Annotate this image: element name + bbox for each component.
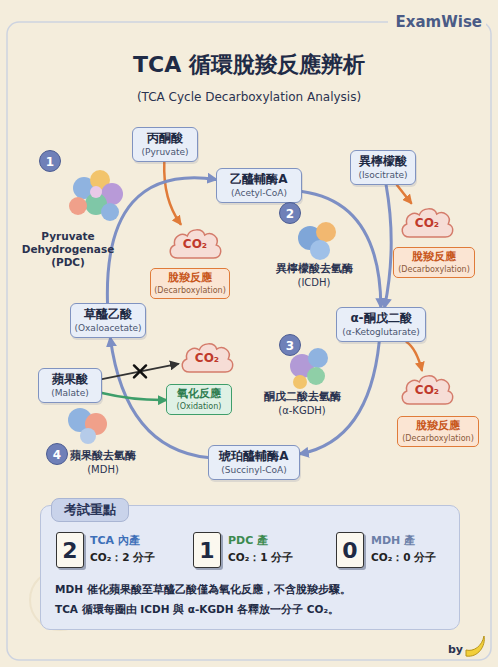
count-card: 0 [336,532,364,568]
count-card: 2 [56,532,84,568]
callout-number: 1 [39,150,61,172]
node-text: (Decarboxylation) [400,433,476,444]
count-card: 1 [193,532,221,568]
node-text: (Decarboxylation) [153,285,227,296]
node-text: MDH 催化蘋果酸至草醯乙酸僅為氧化反應，不含脫羧步驟。 [55,582,451,596]
metabolite-box: 琥珀醯輔酶A(Succinyl-CoA) [208,445,300,480]
subtitle: (TCA Cycle Decarboxylation Analysis) [0,90,498,104]
reaction-arrow [385,185,392,307]
co2-cloud: CO₂ [398,203,456,243]
reaction-tag: 氧化反應(Oxidation) [166,384,232,415]
node-heading: 異檸檬酸 [353,154,413,169]
title-text: TCA 循環脫羧反應辨析 [0,50,498,80]
node-text: (Acetyl-CoA) [219,187,299,199]
node-heading: 脫羧反應 [400,419,476,433]
reaction-arrow [102,393,166,400]
metabolite-box: α-酮戊二酸(α-Ketoglutarate) [336,307,426,342]
node-heading: 考試重點 [51,498,129,522]
node-heading: CO₂ [415,383,439,397]
node-text: (Succinyl-CoA) [211,464,297,476]
cross-mark [134,365,146,377]
node-text: (Oxaloacetate) [73,322,143,334]
node-heading: 1 [199,538,214,563]
node-heading: CO₂ [415,216,439,230]
count-value: CO₂：2 分子 [90,551,190,565]
reaction-tag: 脫羧反應(Decarboxylation) [150,268,230,299]
node-heading: 氧化反應 [169,387,229,401]
node-heading: CO₂ [183,237,207,251]
node-heading: 2 [62,538,77,563]
reaction-arrow [102,364,178,379]
reaction-arrow [397,185,411,203]
count-caption: PDC 產 [228,533,328,548]
callout-number: 3 [279,334,301,356]
node-text: TCA 循環每圈由 ICDH 與 α-KGDH 各釋放一分子 CO₂。 [55,602,451,616]
node-heading: 琥珀醯輔酶A [211,449,297,464]
node-heading: α-酮戊二酸 [339,311,423,326]
node-heading: CO₂ [195,351,219,365]
reaction-arrow [164,162,180,224]
enzyme-abbr: (ICDH) [266,276,362,289]
enzyme-abbr: (MDH) [60,463,146,476]
enzyme-name: 蘋果酸去氫酶 [60,449,146,462]
callout-number: 2 [279,202,301,224]
credit: by [448,643,463,656]
cloud-shape [402,376,452,404]
node-heading: 蘋果酸 [41,372,99,387]
key-points-panel: 考試重點MDH 催化蘋果酸至草醯乙酸僅為氧化反應，不含脫羧步驟。TCA 循環每圈… [40,505,460,630]
reaction-tag: 脫羧反應(Decarboxylation) [393,247,475,278]
node-text: (α-Ketoglutarate) [339,326,423,338]
node-text: (Decarboxylation) [396,264,472,275]
node-heading: 0 [342,538,357,563]
node-heading: 草醯乙酸 [73,307,143,322]
enzyme-name: Pyruvate Dehydrogenase (PDC) [20,230,116,269]
count-value: CO₂：1 分子 [228,551,328,565]
co2-cloud: CO₂ [398,370,456,410]
cloud-shape [182,344,232,372]
enzyme-name: 酮戊二酸去氫酶 [260,390,344,403]
count-caption: MDH 產 [371,533,457,548]
callout-number: 4 [46,443,68,465]
node-heading: 脫羧反應 [396,250,472,264]
node-text: (Pyruvate) [135,146,195,158]
node-heading: 乙醯輔酶A [219,172,299,187]
reaction-arrow [407,342,422,370]
node-text: (Isocitrate) [353,169,413,181]
metabolite-box: 蘋果酸(Malate) [38,368,102,403]
count-caption: TCA 內產 [90,533,190,548]
metabolite-box: 乙醯輔酶A(Acetyl-CoA) [216,168,302,203]
brand-name: ExamWise [388,13,486,31]
cloud-shape [402,209,452,237]
metabolite-box: 異檸檬酸(Isocitrate) [350,150,416,185]
reaction-arrow [302,191,381,307]
node-text: (Oxidation) [169,401,229,412]
co2-cloud: CO₂ [166,224,224,264]
reaction-tag: 脫羧反應(Decarboxylation) [397,416,479,447]
metabolite-box: 草醯乙酸(Oxaloacetate) [70,303,146,338]
cloud-shape [170,230,220,258]
node-heading: 丙酮酸 [135,131,195,146]
enzyme-name: 異檸檬酸去氫酶 [266,262,362,275]
count-value: CO₂：0 分子 [371,551,457,565]
enzyme-abbr: (α-KGDH) [260,404,344,417]
node-text: (Malate) [41,387,99,399]
co2-cloud: CO₂ [178,338,236,378]
metabolite-box: 丙酮酸(Pyruvate) [132,127,198,162]
node-heading: 脫羧反應 [153,271,227,285]
